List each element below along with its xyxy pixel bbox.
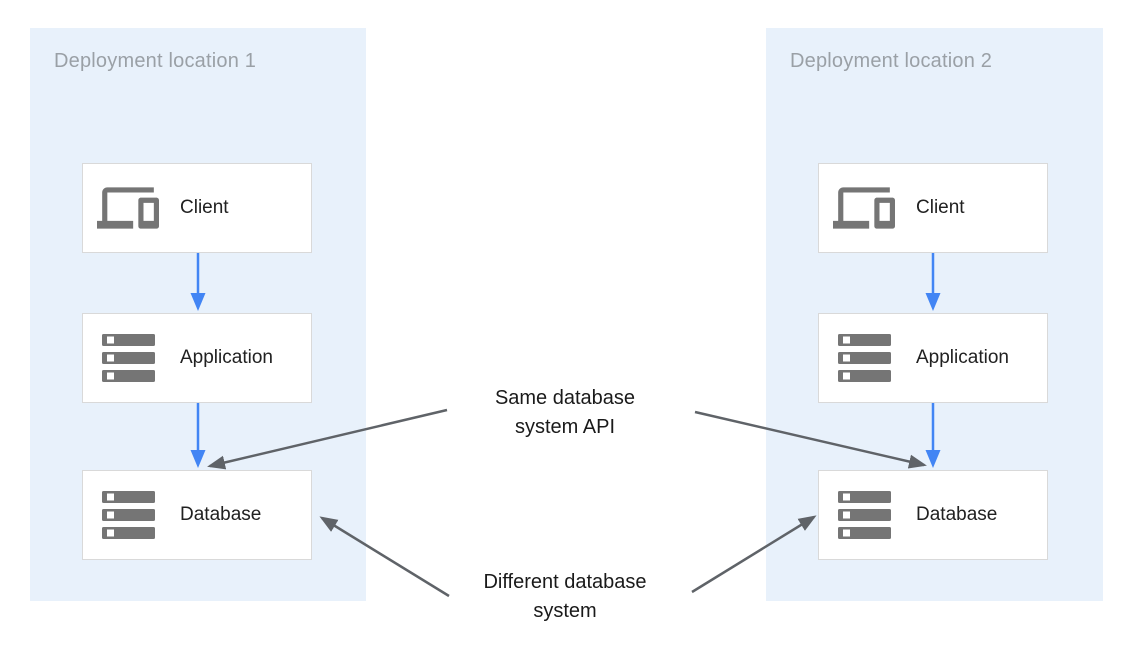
database-node-1: Database — [82, 470, 312, 560]
annotation-different-database-system: Different database system — [483, 571, 647, 622]
devices-icon — [96, 177, 160, 239]
server-stack-icon — [832, 491, 896, 539]
node-label: Application — [180, 347, 273, 368]
panel-title: Deployment location 1 — [54, 50, 257, 72]
server-stack-icon — [832, 334, 896, 382]
node-label: Database — [916, 504, 998, 525]
server-stack-icon — [96, 334, 160, 382]
server-stack-icon — [96, 491, 160, 539]
node-label: Client — [916, 197, 965, 218]
annotation-same-database-api: Same database system API — [494, 387, 636, 438]
application-node-1: Application — [82, 313, 312, 403]
node-label: Client — [180, 197, 229, 218]
application-node-2: Application — [818, 313, 1048, 403]
devices-icon — [832, 177, 896, 239]
client-node-1: Client — [82, 163, 312, 253]
node-label: Application — [916, 347, 1009, 368]
database-node-2: Database — [818, 470, 1048, 560]
client-node-2: Client — [818, 163, 1048, 253]
node-label: Database — [180, 504, 262, 525]
panel-title: Deployment location 2 — [790, 50, 993, 72]
deployment-location-1-panel: Deployment location 1 Client A — [30, 28, 366, 601]
deployment-location-2-panel: Deployment location 2 Client A — [766, 28, 1103, 601]
